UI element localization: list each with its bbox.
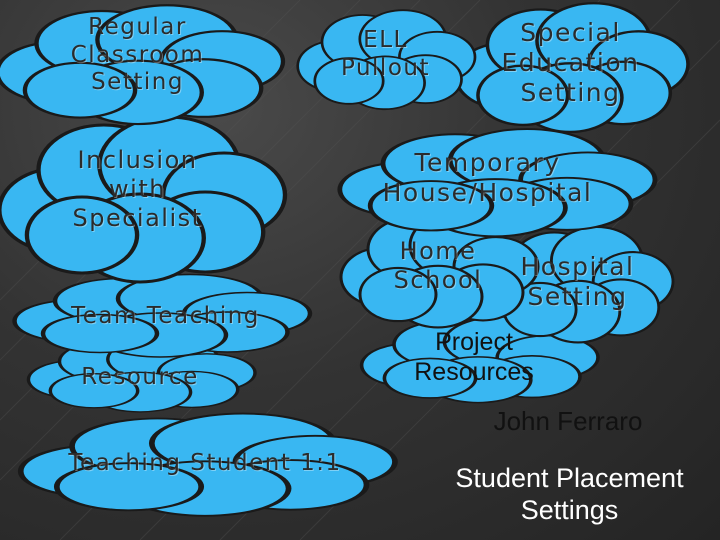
resource-label: Resource [81, 364, 199, 390]
team-teaching-label: Team Teaching [71, 303, 260, 329]
footer-title: Student Placement Settings [455, 463, 684, 526]
regular-classroom-label: Regular Classroom Setting [70, 14, 205, 96]
home-school-label: Home School [393, 237, 483, 294]
temporary-house-label: Temporary House/Hospital [382, 148, 593, 207]
special-education-label: Special Education Setting [501, 18, 640, 107]
hospital-setting-label: Hospital Setting [520, 252, 635, 311]
inclusion-label: Inclusion with Specialist [72, 146, 203, 232]
ell-pullout-label: ELL Pullout [341, 27, 430, 81]
author-name: John Ferraro [493, 406, 643, 436]
project-resources-label: Project Resources [414, 328, 534, 386]
teaching-one-to-one-label: Teaching Student 1:1 [68, 450, 342, 476]
